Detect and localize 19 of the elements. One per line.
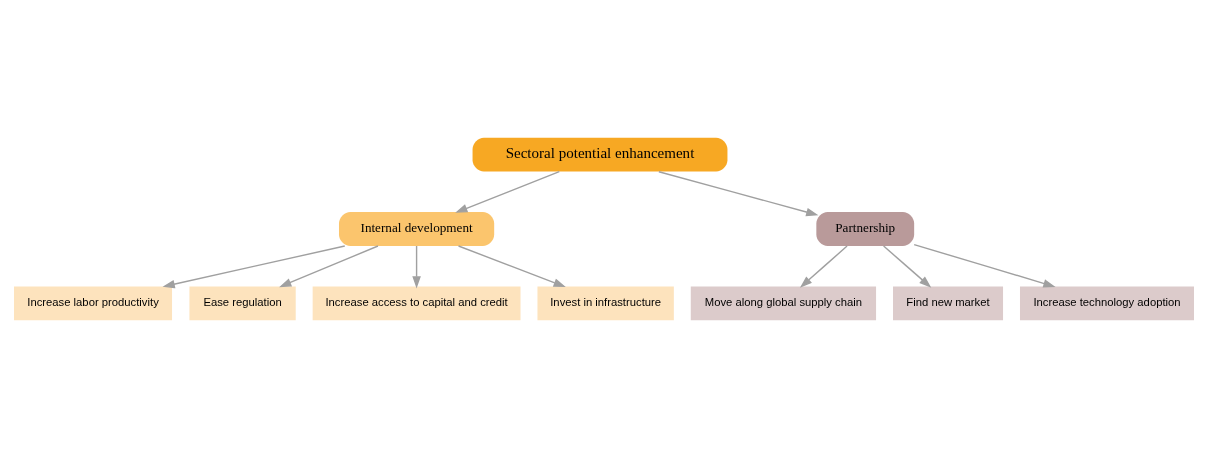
arrow	[455, 170, 560, 213]
arrow	[799, 244, 848, 288]
arrow	[279, 244, 379, 287]
arrow	[658, 170, 819, 216]
node-box: Sectoral potential enhancement	[472, 137, 728, 172]
node-box: Move along global supply chain	[690, 285, 877, 320]
arrow	[913, 243, 1056, 288]
node-box: Internal development	[339, 211, 495, 246]
node-box: Increase labor productivity	[14, 285, 173, 320]
arrow	[882, 244, 932, 288]
arrow	[457, 244, 566, 287]
arrow	[412, 244, 421, 288]
arrow	[162, 244, 346, 288]
node-box: Partnership	[816, 211, 915, 246]
node-box: Invest in infrastructure	[537, 285, 674, 320]
node-box: Find new market	[893, 285, 1004, 320]
node-box: Increase access to capital and credit	[312, 285, 521, 320]
node-box: Ease regulation	[189, 285, 296, 320]
node-box: Increase technology adoption	[1020, 285, 1194, 320]
